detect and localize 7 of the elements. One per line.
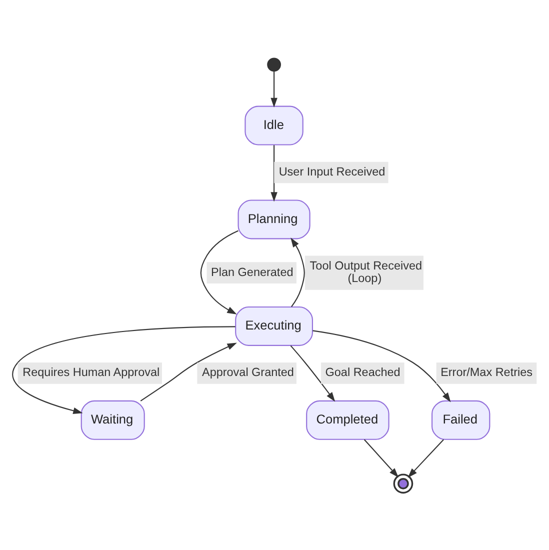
edge-label: Goal Reached xyxy=(325,366,400,379)
edge-label: Error/Max Retries xyxy=(440,366,533,379)
edge-label: User Input Received xyxy=(278,164,386,178)
edge-label: Plan Generated xyxy=(211,265,294,278)
edge-label: Requires Human Approval xyxy=(22,366,160,379)
edge-label: Approval Granted xyxy=(202,366,294,379)
edge-label: Tool Output Received (Loop) xyxy=(310,258,422,285)
